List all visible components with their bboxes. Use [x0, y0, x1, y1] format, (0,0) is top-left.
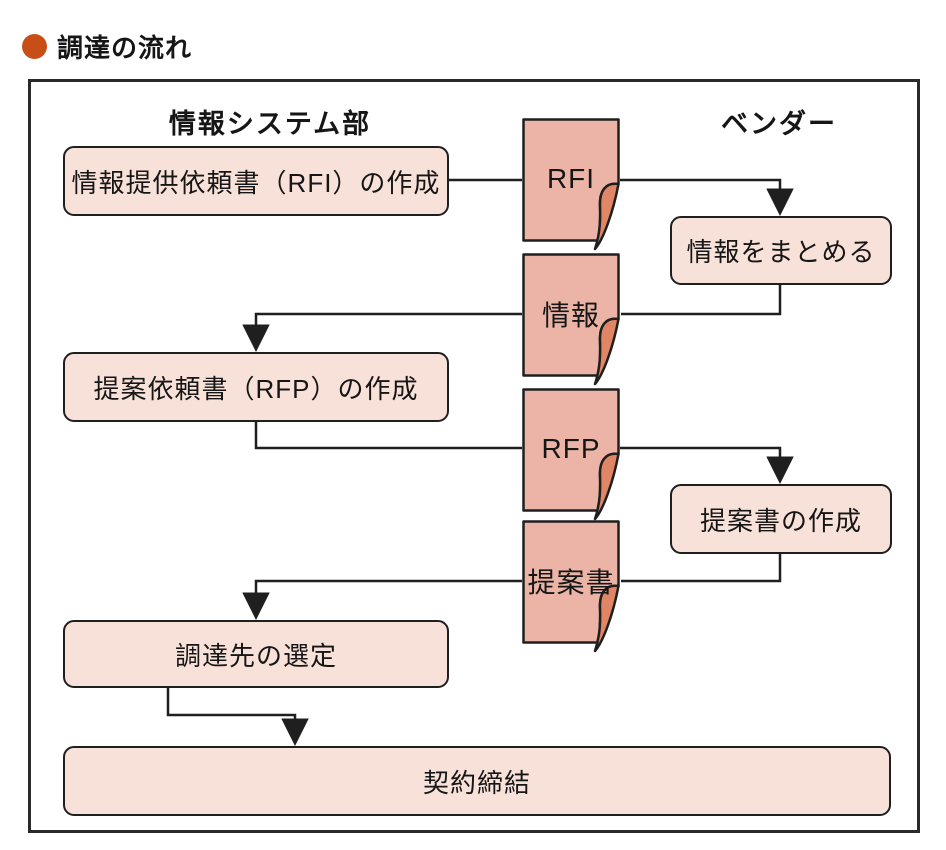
process-label: 情報提供依頼書（RFI）の作成 [71, 167, 441, 198]
document-label: RFI [546, 163, 596, 194]
edge-summarize-info-to-info-doc [621, 285, 782, 316]
process-box-rfi-creation: 情報提供依頼書（RFI）の作成 [63, 146, 449, 216]
figure-title-text: 調達の流れ [57, 33, 193, 63]
diagram-frame: 情報システム部 ベンダー 情報提供依頼書（RFI）の作成 情報をまとめる [28, 79, 920, 833]
document-shape-proposal: 提案書 [522, 520, 620, 653]
document-icon [522, 253, 620, 386]
document-shape-info: 情報 [522, 253, 620, 386]
process-label: 契約締結 [422, 767, 531, 798]
lane-header-vendor: ベンダー [721, 109, 837, 139]
document-label: RFP [541, 433, 601, 464]
process-label: 提案依頼書（RFP）の作成 [93, 373, 419, 404]
document-fold-corner [593, 317, 620, 386]
process-label: 情報をまとめる [686, 237, 876, 267]
document-fold-corner [593, 452, 620, 521]
figure-title: 調達の流れ [22, 28, 192, 65]
edge-supplier-selection-to-contract [166, 688, 309, 746]
document-icon [522, 118, 620, 251]
document-label: 情報 [541, 300, 600, 331]
process-label: 調達先の選定 [174, 640, 337, 671]
edge-proposal-doc-to-supplier-selection [242, 579, 522, 620]
process-box-proposal-creation: 提案書の作成 [670, 484, 892, 554]
edge-proposal-creation-to-proposal-doc [621, 554, 782, 583]
process-box-supplier-selection: 調達先の選定 [63, 620, 449, 688]
document-shape-rfp: RFP [522, 388, 620, 521]
document-shape-rfi: RFI [522, 118, 620, 251]
edge-rfi-doc-to-summarize-info [620, 178, 794, 216]
document-label: 提案書 [527, 567, 615, 598]
process-box-contract-signing: 契約締結 [63, 746, 891, 816]
process-box-rfp-creation: 提案依頼書（RFP）の作成 [63, 352, 449, 422]
edge-info-doc-to-rfp-creation [242, 312, 522, 352]
bullet-icon [22, 34, 47, 59]
lane-header-info-systems: 情報システム部 [168, 109, 372, 139]
process-label: 提案書の作成 [699, 505, 862, 536]
edge-rfp-creation-to-rfp-doc [254, 422, 522, 450]
document-icon [522, 388, 620, 521]
document-icon [522, 520, 620, 653]
document-fold-corner [593, 182, 620, 251]
document-fold-corner [593, 584, 620, 653]
process-box-summarize-info: 情報をまとめる [670, 216, 892, 285]
edge-rfp-doc-to-proposal-creation [620, 446, 794, 484]
